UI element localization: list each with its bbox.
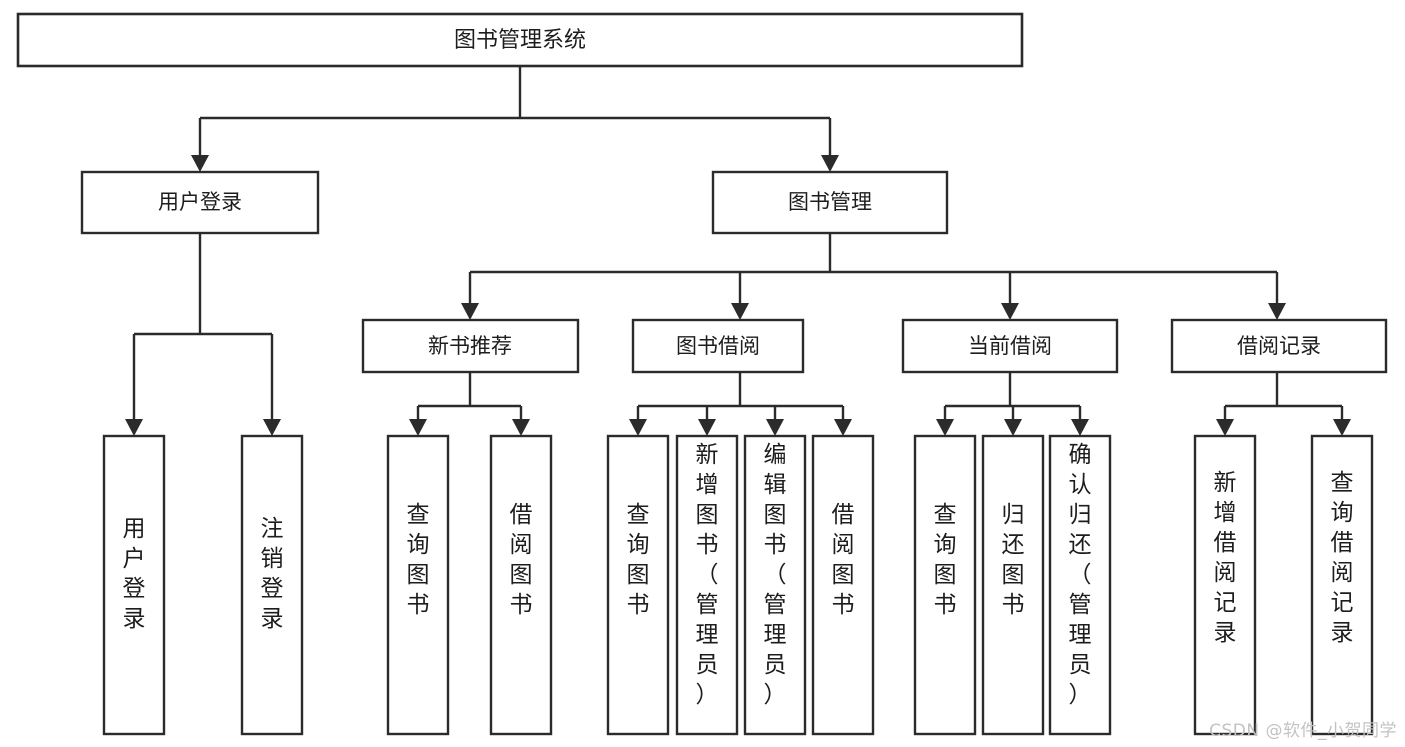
arrow-head-icon — [936, 419, 954, 436]
arrow-head-icon — [512, 419, 530, 436]
arrow-head-icon — [1333, 419, 1351, 436]
node-label: 图书管理系统 — [454, 28, 586, 53]
connector-bookborrow-to-leaves — [629, 372, 852, 436]
arrow-head-icon — [731, 303, 749, 320]
node-label: 用户登录 — [123, 516, 146, 632]
leaf-borrow-book[interactable]: 借阅图书 — [811, 434, 875, 736]
node-box — [102, 434, 166, 736]
node-box — [631, 318, 805, 374]
node-box — [386, 434, 450, 736]
node-box — [711, 170, 949, 235]
leaf-query-borrow-record[interactable]: 查询借阅记录 — [1310, 434, 1374, 736]
node-box — [743, 434, 807, 736]
node-label: 确认归还（管理员） — [1069, 442, 1092, 708]
node-box — [16, 12, 1024, 68]
connector-root-to-level2 — [191, 66, 839, 172]
arrow-head-icon — [629, 419, 647, 436]
arrow-head-icon — [125, 419, 143, 436]
connector-userlogin-to-leaves — [125, 233, 281, 436]
arrow-head-icon — [821, 155, 839, 172]
node-box — [1170, 318, 1388, 374]
node-label: 新书推荐 — [428, 334, 512, 358]
node-box — [901, 318, 1119, 374]
arrow-head-icon — [834, 419, 852, 436]
node-book-manage[interactable]: 图书管理 — [711, 170, 949, 235]
node-box — [1048, 434, 1112, 736]
watermark-text: CSDN @软件_小贺同学 — [1209, 721, 1397, 741]
node-label: 用户登录 — [158, 190, 242, 214]
node-current-borrow[interactable]: 当前借阅 — [901, 318, 1119, 374]
arrow-head-icon — [191, 155, 209, 172]
leaf-edit-book[interactable]: 编辑图书（管理员） — [743, 434, 807, 736]
node-box — [913, 434, 977, 736]
node-borrow-record[interactable]: 借阅记录 — [1170, 318, 1388, 374]
node-label: 当前借阅 — [968, 334, 1052, 358]
leaf-add-borrow-record[interactable]: 新增借阅记录 — [1193, 434, 1257, 736]
node-label: 借阅记录 — [1237, 334, 1321, 358]
leaf-query-book-current[interactable]: 查询图书 — [913, 434, 977, 736]
leaf-logout[interactable]: 注销登录 — [240, 434, 304, 736]
node-label: 新增图书（管理员） — [696, 442, 719, 708]
node-box — [489, 434, 553, 736]
node-box — [80, 170, 320, 235]
node-label: 图书管理 — [788, 190, 872, 214]
node-label: 查询借阅记录 — [1331, 470, 1354, 646]
arrow-head-icon — [1216, 419, 1234, 436]
arrow-head-icon — [766, 419, 784, 436]
node-book-borrow[interactable]: 图书借阅 — [631, 318, 805, 374]
node-box — [606, 434, 670, 736]
connector-borrowrecord-to-leaves — [1216, 372, 1351, 436]
connector-newbook-to-leaves — [409, 372, 530, 436]
leaf-user-login[interactable]: 用户登录 — [102, 434, 166, 736]
node-label: 图书借阅 — [676, 334, 760, 358]
node-box — [981, 434, 1045, 736]
node-box — [675, 434, 739, 736]
node-label: 归还图书 — [1002, 502, 1025, 618]
node-label: 注销登录 — [261, 516, 284, 632]
connector-bookmanage-to-level3 — [461, 233, 1286, 320]
node-label: 借阅图书 — [510, 502, 533, 618]
leaf-borrow-book-recommend[interactable]: 借阅图书 — [489, 434, 553, 736]
arrow-head-icon — [1071, 419, 1089, 436]
node-box — [361, 318, 580, 374]
node-box — [240, 434, 304, 736]
leaf-confirm-return[interactable]: 确认归还（管理员） — [1048, 434, 1112, 736]
arrow-head-icon — [698, 419, 716, 436]
node-label: 查询图书 — [934, 502, 957, 618]
node-label: 新增借阅记录 — [1214, 470, 1237, 646]
arrow-head-icon — [1268, 303, 1286, 320]
arrow-head-icon — [263, 419, 281, 436]
leaf-return-book[interactable]: 归还图书 — [981, 434, 1045, 736]
node-root[interactable]: 图书管理系统 — [16, 12, 1024, 68]
arrow-head-icon — [461, 303, 479, 320]
leaf-add-book[interactable]: 新增图书（管理员） — [675, 434, 739, 736]
leaf-query-book-recommend[interactable]: 查询图书 — [386, 434, 450, 736]
node-box — [811, 434, 875, 736]
arrow-head-icon — [409, 419, 427, 436]
node-new-book-recommend[interactable]: 新书推荐 — [361, 318, 580, 374]
arrow-head-icon — [1001, 303, 1019, 320]
node-user-login[interactable]: 用户登录 — [80, 170, 320, 235]
node-label: 查询图书 — [627, 502, 650, 618]
node-label: 编辑图书（管理员） — [764, 442, 787, 708]
node-label: 查询图书 — [407, 502, 430, 618]
node-label: 借阅图书 — [832, 502, 855, 618]
leaf-query-book-borrow[interactable]: 查询图书 — [606, 434, 670, 736]
node-box — [1193, 434, 1257, 736]
arrow-head-icon — [1004, 419, 1022, 436]
node-box — [1310, 434, 1374, 736]
connector-currentborrow-to-leaves — [936, 372, 1089, 436]
